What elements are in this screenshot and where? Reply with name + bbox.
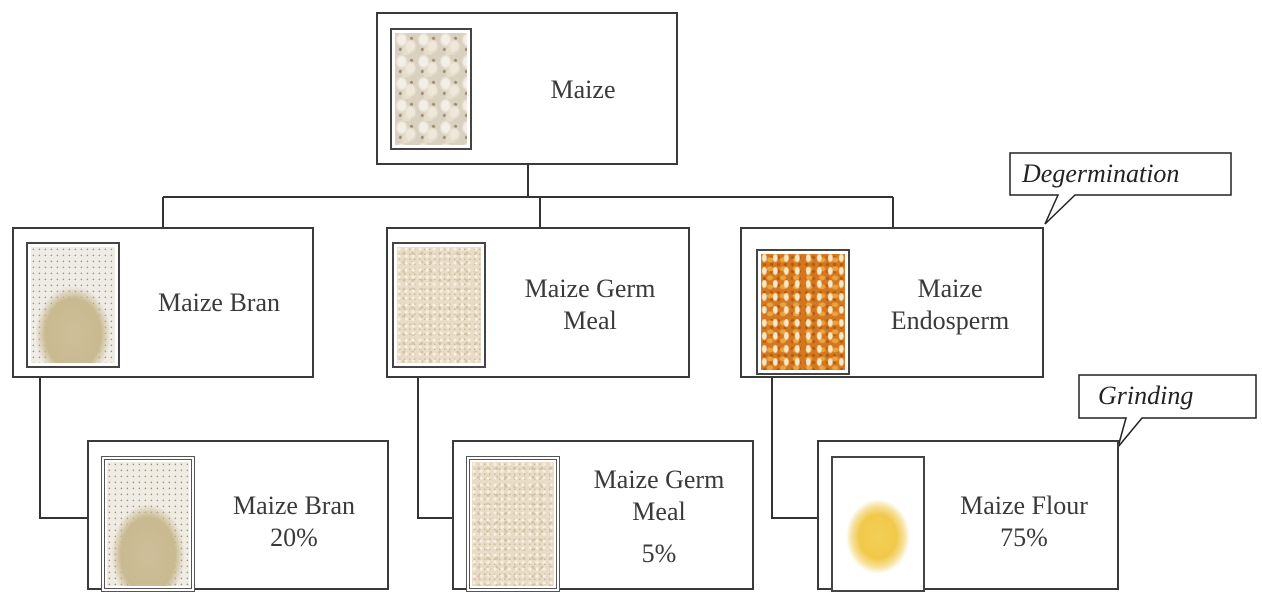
node-maize-germ-meal-line2: Meal <box>500 305 680 337</box>
node-maize-flour-output: Maize Flour 75% <box>817 440 1119 590</box>
maize-bran-photo <box>107 462 189 586</box>
node-maize-bran: Maize Bran <box>12 227 314 378</box>
node-maize-germ-meal-output-line2: Meal <box>569 496 749 528</box>
node-maize-bran-output: Maize Bran 20% <box>87 440 389 590</box>
node-maize: Maize <box>376 12 678 165</box>
node-maize-bran-line1: Maize Bran <box>134 287 304 319</box>
node-maize-germ-meal-output: Maize Germ Meal 5% <box>452 440 754 590</box>
maize-endosperm-photo <box>761 254 845 370</box>
maize-flour-photo <box>836 461 920 587</box>
maize-germ-meal-photo <box>472 462 554 586</box>
node-maize-bran-output-line1: Maize Bran <box>209 490 379 522</box>
maize-flour-output-image <box>831 456 925 592</box>
maize-germ-meal-photo <box>397 247 481 363</box>
node-maize-germ-meal-line1: Maize Germ <box>500 273 680 305</box>
node-maize-label: Maize <box>518 74 648 106</box>
maize-germ-meal-output-image <box>466 456 560 592</box>
node-maize-flour-output-line2: 75% <box>939 522 1109 554</box>
node-maize-germ-meal-output-line1: Maize Germ <box>569 464 749 496</box>
node-maize-bran-label: Maize Bran <box>134 287 304 319</box>
node-maize-flour-output-line1: Maize Flour <box>939 490 1109 522</box>
node-maize-germ-meal-output-line3: 5% <box>569 538 749 570</box>
node-maize-germ-meal: Maize Germ Meal <box>386 227 690 378</box>
node-maize-endosperm-line2: Endosperm <box>860 305 1040 337</box>
node-maize-endosperm-line1: Maize <box>860 273 1040 305</box>
connector-endosperm-output <box>772 378 817 518</box>
grinding-callout: Grinding <box>1098 381 1193 411</box>
node-maize-bran-output-label: Maize Bran 20% <box>209 490 379 554</box>
maize-bran-output-image <box>101 456 195 592</box>
node-maize-line1: Maize <box>518 74 648 106</box>
node-maize-endosperm: Maize Endosperm <box>740 227 1044 378</box>
degermination-callout: Degermination <box>1022 159 1179 189</box>
node-maize-bran-output-line2: 20% <box>209 522 379 554</box>
maize-bran-photo <box>31 247 115 363</box>
connector-bran-output <box>40 378 87 518</box>
node-maize-germ-meal-output-label: Maize Germ Meal 5% <box>569 464 749 570</box>
maize-image <box>390 28 472 150</box>
maize-germ-meal-image <box>392 242 486 368</box>
maize-bran-image <box>26 242 120 368</box>
connector-germ-output <box>418 378 452 518</box>
node-maize-endosperm-label: Maize Endosperm <box>860 273 1040 337</box>
maize-endosperm-image <box>756 249 850 375</box>
maize-kernels-photo <box>395 33 467 145</box>
node-maize-flour-output-label: Maize Flour 75% <box>939 490 1109 554</box>
node-maize-germ-meal-label: Maize Germ Meal <box>500 273 680 337</box>
